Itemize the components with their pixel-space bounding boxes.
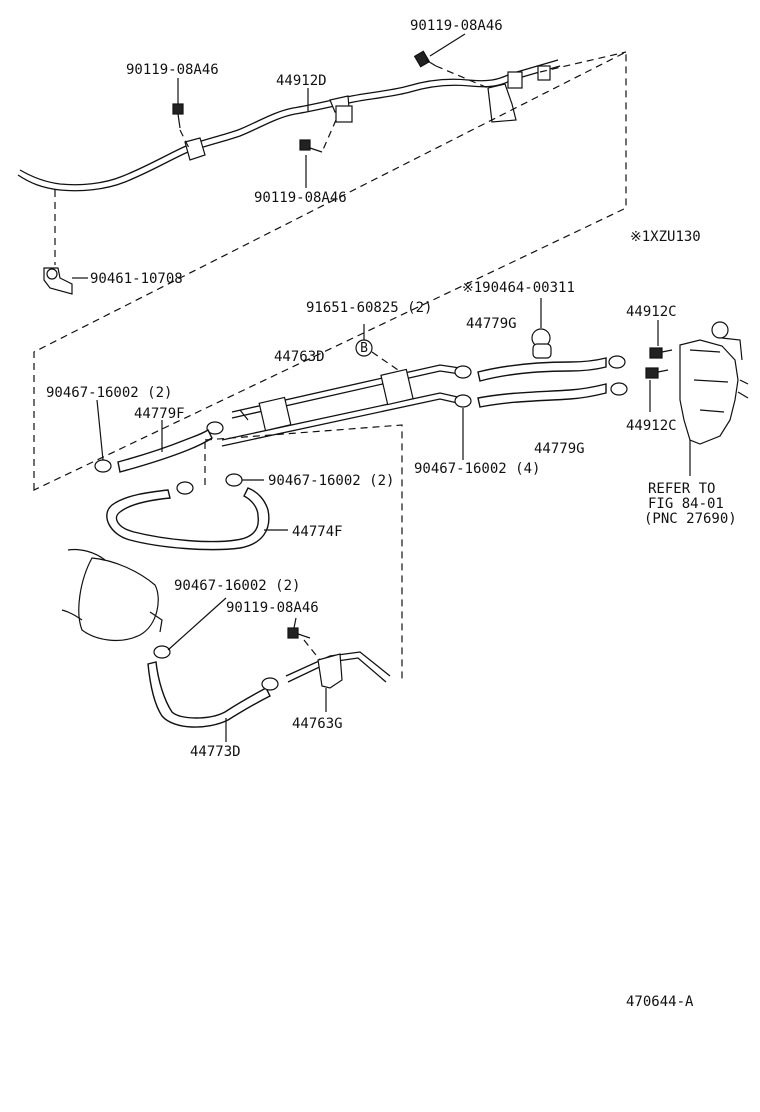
boundary-dashed <box>33 51 627 491</box>
vacuum-pump-unit <box>679 321 749 445</box>
label-bolt-left: 90119-08A46 <box>126 62 219 78</box>
pipe-44912d-assembly <box>17 59 561 192</box>
label-hose-44773d: 44773D <box>190 744 241 760</box>
pipe-bracket-right <box>487 83 517 123</box>
label-hose-44779g-top: 44779G <box>466 316 517 332</box>
label-clamp-90461: 90461-10708 <box>90 271 183 287</box>
hose-44779g-lower <box>477 383 607 408</box>
bolt-icon-mid <box>299 139 323 153</box>
label-hose-44779g-bottom: 44779G <box>534 441 585 457</box>
label-clip-90467-left: 90467-16002 (2) <box>46 385 172 401</box>
label-pipe-44912d: 44912D <box>276 73 327 89</box>
bolt-icon-top <box>413 50 437 68</box>
label-refer-line1: REFER TO <box>648 481 715 497</box>
label-bolt-mid: 90119-08A46 <box>254 190 347 206</box>
label-screw-91651: 91651-60825 (2) <box>306 300 432 316</box>
bolt-icon-left <box>172 103 184 129</box>
brake-booster-icon <box>61 548 163 641</box>
union-44912c-icon <box>645 347 673 379</box>
hose-clip-icon-mid <box>176 473 243 495</box>
pipe-bracket-left <box>184 137 206 161</box>
boundary-dashed-lower <box>204 424 403 680</box>
hose-44774f <box>106 487 270 551</box>
label-tube-44763d: 44763D <box>274 349 325 365</box>
hose-clip-icon-left <box>94 421 224 473</box>
label-bracket-44763g: 44763G <box>292 716 343 732</box>
pipe-bracket-mid <box>335 105 353 123</box>
label-clip-190464: ※190464-00311 <box>462 280 575 296</box>
label-clip-90467-4: 90467-16002 (4) <box>414 461 540 477</box>
pipe-end-fitting-2 <box>537 65 551 81</box>
label-refer-line3: (PNC 27690) <box>644 511 737 527</box>
bracket-44763g-icon <box>261 627 391 691</box>
clamp-90461-icon <box>43 267 73 295</box>
label-note-xzu: ※1XZU130 <box>630 229 701 245</box>
label-figure-number: 470644-A <box>626 994 694 1010</box>
callout-b-label: B <box>360 341 368 356</box>
hose-44773d <box>147 661 271 728</box>
label-bolt-top: 90119-08A46 <box>410 18 503 34</box>
label-clip-90467-mid: 90467-16002 (2) <box>268 473 394 489</box>
hose-44779g-upper <box>477 357 607 382</box>
tube-44763d-assembly <box>221 364 463 447</box>
label-hose-44774f: 44774F <box>292 524 343 540</box>
hose-clip-icon-lower <box>153 645 171 659</box>
label-refer-line2: FIG 84-01 <box>648 496 724 512</box>
hose-44779f <box>117 428 213 473</box>
hose-clip-icon <box>454 355 628 408</box>
label-union-44912c-top: 44912C <box>626 304 677 320</box>
label-clip-90467-lower: 90467-16002 (2) <box>174 578 300 594</box>
clip-190464-icon <box>531 328 552 359</box>
label-union-44912c-bottom: 44912C <box>626 418 677 434</box>
label-bolt-lower: 90119-08A46 <box>226 600 319 616</box>
label-hose-44779f: 44779F <box>134 406 185 422</box>
pipe-end-fitting <box>507 71 523 89</box>
